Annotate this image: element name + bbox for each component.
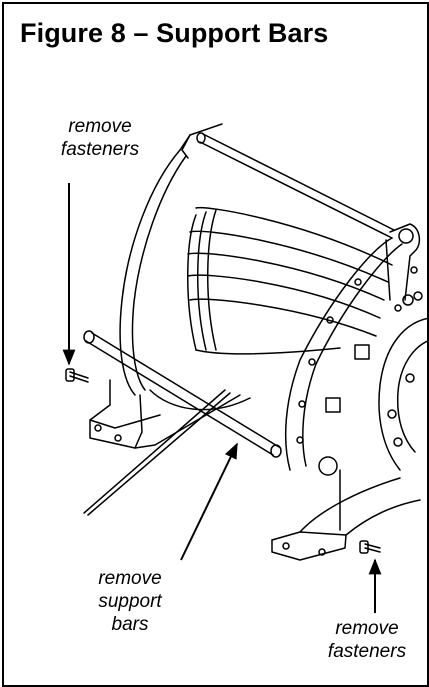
lower-support-bar <box>83 330 282 516</box>
callout-line: remove <box>335 618 399 639</box>
right-base-foot <box>271 469 421 561</box>
callout-line: remove <box>68 116 132 137</box>
callout-line: support <box>98 591 162 612</box>
figure-title: Figure 8 – Support Bars <box>20 18 329 48</box>
callout-remove-support-bars: remove support bars <box>70 567 190 636</box>
callout-line: fasteners <box>60 139 140 160</box>
left-base-foot <box>89 379 241 449</box>
callout-line: bars <box>111 614 149 635</box>
top-support-bar <box>179 123 395 239</box>
callout-line: fasteners <box>327 641 407 662</box>
fastener-right <box>359 540 381 554</box>
callout-remove-fasteners-top: remove fasteners <box>40 115 160 161</box>
front-flange <box>284 237 403 476</box>
leader-arrow-support-bar <box>180 442 238 561</box>
fastener-left <box>65 368 89 383</box>
callout-line: remove <box>98 568 162 589</box>
drum <box>149 206 393 411</box>
lifting-lug <box>385 223 421 301</box>
gear-housing <box>378 266 429 471</box>
callout-remove-fasteners-bottom: remove fasteners <box>302 617 429 663</box>
